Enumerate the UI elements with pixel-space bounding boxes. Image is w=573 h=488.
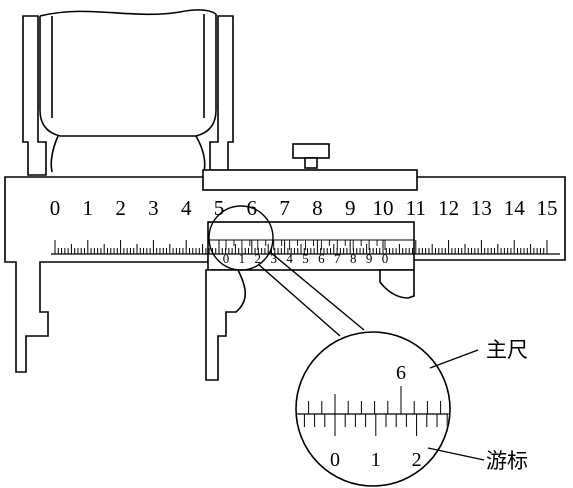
main-scale-number: 15 xyxy=(537,196,558,220)
main-scale-label: 主尺 xyxy=(486,338,528,362)
callout-main-scale-line xyxy=(429,349,479,369)
main-scale-number: 14 xyxy=(504,196,526,220)
main-beam xyxy=(4,176,566,373)
magnifier-vernier-number: 2 xyxy=(412,449,422,471)
callout-vernier: 游标 xyxy=(427,447,528,473)
vernier-scale-number: 7 xyxy=(334,251,341,266)
vernier-scale-number: 1 xyxy=(239,251,246,266)
main-scale-number: 13 xyxy=(471,196,492,220)
main-scale-number: 9 xyxy=(345,196,356,220)
magnifier-vernier-number: 1 xyxy=(371,449,381,471)
magnifier-vernier-number: 0 xyxy=(330,449,340,471)
vernier-scale-number: 5 xyxy=(302,251,309,266)
detail-circle-small xyxy=(208,205,365,337)
main-scale-number: 7 xyxy=(279,196,290,220)
callout-vernier-line xyxy=(427,447,485,461)
main-scale-number: 8 xyxy=(312,196,323,220)
magnifier-vernier-numbers: 0 1 2 xyxy=(330,449,422,471)
magnifier-outline xyxy=(295,331,451,487)
magnifier-vernier-ticks xyxy=(303,414,448,436)
vernier-scale-ticks xyxy=(208,239,414,250)
main-scale-number: 10 xyxy=(373,196,394,220)
main-scale-number: 12 xyxy=(438,196,459,220)
main-scale-number: 5 xyxy=(214,196,225,220)
vernier-scale-number: 3 xyxy=(270,251,277,266)
main-scale-number: 4 xyxy=(181,196,192,220)
vernier-scale-number: 8 xyxy=(350,251,357,266)
locking-screw[interactable] xyxy=(292,143,330,169)
vernier-label: 游标 xyxy=(486,449,528,473)
main-scale-number: 11 xyxy=(406,196,426,220)
measured-object xyxy=(39,9,217,173)
upper-jaw-slider xyxy=(209,15,234,176)
main-scale-number: 2 xyxy=(115,196,126,220)
vernier-scale-number: 4 xyxy=(286,251,293,266)
magnifier-main-ticks xyxy=(308,386,442,414)
upper-jaw-fixed xyxy=(22,15,47,176)
vernier-scale-number: 9 xyxy=(366,251,373,266)
magnifier-main-number: 6 xyxy=(396,362,406,384)
vernier-scale-number: 0 xyxy=(223,251,230,266)
vernier-scale-number: 2 xyxy=(255,251,262,266)
main-scale-number: 1 xyxy=(83,196,94,220)
main-scale-ticks xyxy=(51,240,560,255)
magnifier: 6 0 1 2 xyxy=(295,331,451,487)
main-scale-number: 3 xyxy=(148,196,159,220)
main-scale-number: 0 xyxy=(50,196,61,220)
vernier-scale-number: 6 xyxy=(318,251,325,266)
callout-main-scale: 主尺 xyxy=(429,338,528,369)
vernier-scale-number: 0 xyxy=(382,251,389,266)
